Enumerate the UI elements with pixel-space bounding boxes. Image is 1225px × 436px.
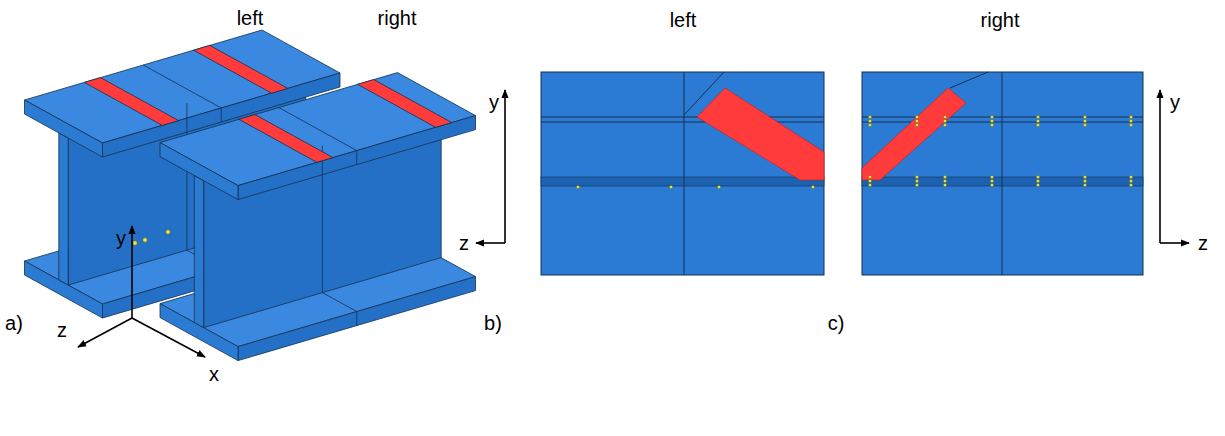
partition-line <box>143 65 221 108</box>
node-marker <box>143 238 147 242</box>
beam-side <box>862 72 1143 275</box>
node-marker <box>943 123 946 126</box>
beam-face <box>194 176 203 328</box>
node-marker <box>1036 183 1039 186</box>
axis-arrow <box>504 90 506 243</box>
load-strip <box>239 115 333 163</box>
partition-line <box>950 72 988 88</box>
node-marker <box>1129 179 1132 182</box>
axis-arrow <box>132 318 205 357</box>
node-marker <box>1036 115 1039 118</box>
partition-line <box>356 151 357 165</box>
beam-face <box>238 116 476 200</box>
node-marker <box>943 183 946 186</box>
node-marker <box>1129 183 1132 186</box>
node-marker <box>576 185 579 188</box>
partition-line <box>684 72 685 275</box>
node-marker <box>915 175 918 178</box>
partition-line <box>1002 72 1003 275</box>
node-marker <box>990 175 993 178</box>
axis-label: y <box>116 228 126 248</box>
node-marker <box>717 185 720 188</box>
axis-label: z <box>57 320 67 340</box>
beam-face <box>160 143 238 200</box>
node-marker <box>868 183 871 186</box>
node-marker <box>1129 119 1132 122</box>
node-marker <box>990 123 993 126</box>
node-marker <box>1129 175 1132 178</box>
node-marker <box>868 115 871 118</box>
node-marker <box>1036 179 1039 182</box>
node-marker <box>1083 183 1086 186</box>
node-marker <box>669 185 672 188</box>
node-marker <box>133 241 137 245</box>
node-marker <box>868 119 871 122</box>
partition-line <box>322 146 323 293</box>
axis-arrow <box>476 242 505 244</box>
node-marker <box>868 175 871 178</box>
node-marker <box>868 179 871 182</box>
node-marker <box>915 179 918 182</box>
node-marker <box>943 179 946 182</box>
load-strip <box>194 45 288 93</box>
flange-band <box>541 177 824 186</box>
view-label: right <box>981 10 1020 30</box>
load-strip <box>358 80 452 128</box>
node-marker <box>915 119 918 122</box>
axis-arrow <box>1160 242 1189 244</box>
node-marker <box>990 179 993 182</box>
node-marker <box>915 123 918 126</box>
axis-label: z <box>1198 233 1208 253</box>
node-marker <box>990 115 993 118</box>
node-marker <box>811 185 814 188</box>
axis-label: y <box>1170 92 1180 112</box>
node-marker <box>990 119 993 122</box>
axis-label: z <box>459 233 469 253</box>
axis-arrow <box>78 318 132 347</box>
node-marker <box>1129 123 1132 126</box>
load-strip <box>697 88 824 180</box>
node-marker <box>1129 115 1132 118</box>
node-marker <box>943 175 946 178</box>
beam-face <box>25 100 103 157</box>
node-marker <box>1083 115 1086 118</box>
node-marker <box>1036 123 1039 126</box>
node-marker <box>868 123 871 126</box>
partition-line <box>322 293 356 312</box>
partition-line <box>541 122 824 123</box>
node-marker <box>1083 179 1086 182</box>
panel-label: c) <box>828 313 845 333</box>
node-marker <box>166 230 170 234</box>
node-marker <box>1083 175 1086 178</box>
axis-label: x <box>209 364 219 384</box>
beam-face <box>59 133 68 285</box>
beam <box>160 73 476 361</box>
node-marker <box>915 183 918 186</box>
beam-side <box>541 72 824 275</box>
node-marker <box>990 183 993 186</box>
node-marker <box>1083 123 1086 126</box>
axis-arrow <box>1159 90 1161 243</box>
load-strip <box>84 78 178 126</box>
partition-line <box>221 108 222 122</box>
node-marker <box>1036 175 1039 178</box>
panel-label: b) <box>484 313 502 333</box>
partition-line <box>541 117 824 118</box>
axis-label: y <box>489 92 499 112</box>
axis-arrow <box>131 226 133 318</box>
node-marker <box>943 115 946 118</box>
view-label: left <box>237 8 264 28</box>
view-label: right <box>378 8 417 28</box>
view-label: left <box>670 10 697 30</box>
partition-line <box>186 103 187 250</box>
node-marker <box>915 115 918 118</box>
partition-line <box>356 312 357 326</box>
node-marker <box>943 119 946 122</box>
node-marker <box>1083 119 1086 122</box>
load-strip <box>862 88 966 180</box>
node-marker <box>1036 119 1039 122</box>
panel-label: a) <box>5 313 23 333</box>
